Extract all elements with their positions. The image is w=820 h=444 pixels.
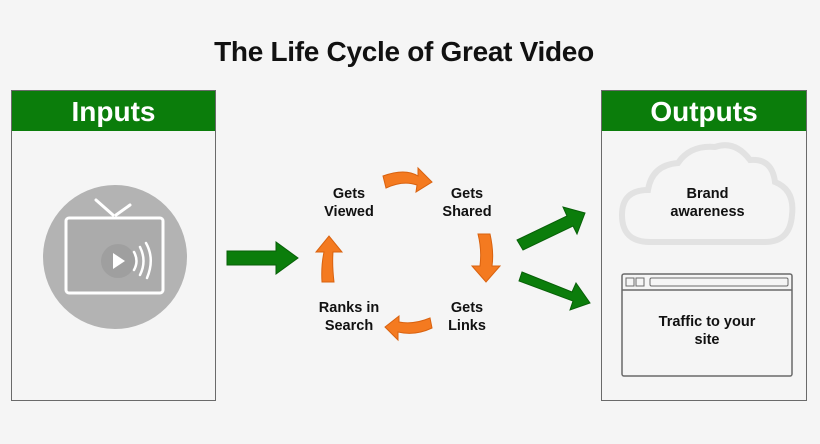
step-line2: Links xyxy=(448,318,486,334)
output-traffic-to-site: Traffic to your site xyxy=(630,313,784,349)
inputs-panel: Inputs xyxy=(11,90,216,401)
step-line2: Viewed xyxy=(324,204,374,220)
step-line1: Gets xyxy=(332,186,366,202)
step-line1: Gets xyxy=(450,186,484,202)
output-brand-awareness: Brand awareness xyxy=(640,185,775,221)
inputs-header: Inputs xyxy=(12,91,215,131)
output-line2: awareness xyxy=(670,204,745,220)
outputs-panel: Outputs xyxy=(601,90,807,401)
cycle-step-ranks-in-search: Ranks in Search xyxy=(306,299,392,335)
step-line1: Gets xyxy=(450,300,484,316)
cycle-step-gets-viewed: Gets Viewed xyxy=(310,185,388,221)
output-line1: Brand xyxy=(686,186,729,202)
outputs-header: Outputs xyxy=(602,91,806,131)
diagram-title: The Life Cycle of Great Video xyxy=(214,36,594,67)
cycle-step-gets-shared: Gets Shared xyxy=(428,185,506,221)
cycle-step-gets-links: Gets Links xyxy=(428,299,506,335)
step-line1: Ranks in xyxy=(318,300,380,316)
arrow-input-to-cycle-icon xyxy=(226,241,299,275)
output-line1: Traffic to your xyxy=(658,314,756,330)
step-line2: Search xyxy=(324,318,374,334)
step-line2: Shared xyxy=(442,204,492,220)
output-line2: site xyxy=(694,332,720,348)
